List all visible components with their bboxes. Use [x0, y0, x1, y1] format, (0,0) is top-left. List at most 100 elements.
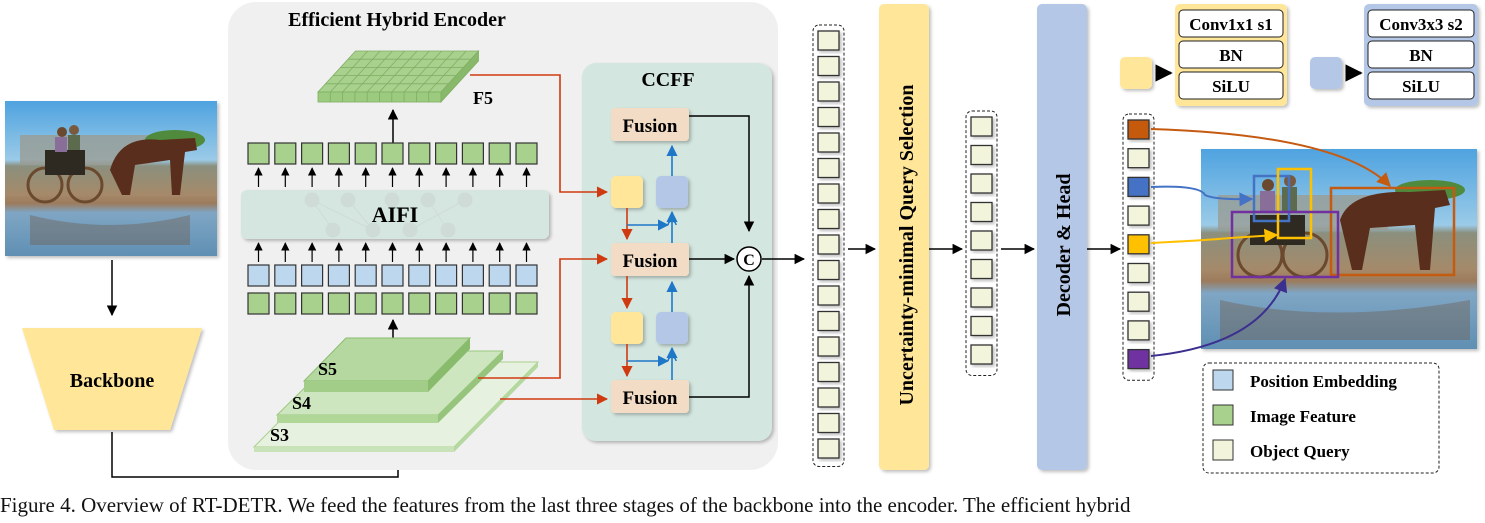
query-token	[817, 285, 840, 306]
f5-label: F5	[473, 88, 493, 108]
conv3x3-legend: Conv3x3 s2 BN SiLU	[1310, 4, 1478, 106]
query-token	[1127, 176, 1150, 198]
query-token	[1127, 262, 1150, 284]
backbone-label: Backbone	[70, 370, 155, 392]
query-token	[817, 234, 840, 255]
image-feature-token	[274, 142, 297, 165]
query-token	[1127, 291, 1150, 312]
position-embedding-token	[301, 264, 324, 287]
fusion-block-top: Fusion	[611, 108, 689, 141]
f5-grid-line	[391, 50, 430, 93]
query-token	[1127, 234, 1150, 255]
decoder-head-block: Decoder & Head	[1037, 4, 1087, 470]
position-embedding-token	[515, 264, 538, 287]
detection-boxes	[1230, 167, 1456, 279]
position-embedding-token	[247, 264, 270, 287]
decoder-head-label: Decoder & Head	[1053, 174, 1075, 317]
concat-node: C	[736, 246, 762, 272]
aifi-label: AIFI	[372, 202, 418, 227]
query-group-border	[1122, 113, 1155, 381]
conv3x3-block	[656, 312, 688, 344]
query-group-border	[812, 24, 845, 467]
image-feature-token	[515, 292, 538, 315]
input-image	[5, 101, 217, 256]
query-token	[817, 336, 840, 357]
image-feature-token	[515, 142, 538, 165]
f5-grid-line	[416, 50, 455, 93]
query-token	[970, 116, 993, 137]
image-feature-token	[327, 142, 350, 165]
query-token	[970, 144, 993, 166]
silu-label: SiLU	[1212, 77, 1250, 96]
image-feature-token	[274, 292, 297, 315]
s4-label: S4	[292, 393, 311, 413]
f5-side-face	[440, 49, 479, 104]
conv1x1-legend: Conv1x1 s1 BN SiLU	[1120, 4, 1287, 106]
query-token	[817, 412, 840, 434]
s5-label: S5	[318, 359, 337, 379]
red-arrows	[470, 74, 633, 405]
position-embedding-token	[435, 264, 458, 287]
query-token	[817, 30, 840, 51]
box-carriage	[1230, 210, 1340, 279]
assignment-arrows	[1150, 128, 1391, 357]
image-feature-token	[461, 142, 484, 165]
query-token	[970, 230, 993, 251]
blue-arrows	[627, 144, 678, 380]
fusion-block-middle: Fusion	[611, 243, 689, 276]
query-token	[817, 208, 840, 230]
image-feature-token	[408, 292, 431, 315]
image-feature-token	[461, 292, 484, 315]
box-person-left	[1252, 174, 1291, 223]
conv1x1-block	[611, 312, 643, 344]
query-token	[970, 344, 993, 365]
query-token	[817, 310, 840, 332]
legend-swatch-image-feature	[1212, 404, 1234, 426]
query-token	[817, 438, 840, 459]
position-embedding-token	[381, 264, 404, 287]
image-feature-token	[488, 142, 511, 165]
token-rows	[247, 142, 538, 315]
figure-caption: Figure 4. Overview of RT-DETR. We feed t…	[0, 493, 1131, 517]
query-token	[1127, 348, 1150, 370]
image-feature-token	[247, 292, 270, 315]
query-token	[817, 81, 840, 102]
bn-label: BN	[1409, 46, 1433, 65]
image-feature-token	[301, 292, 324, 315]
fusion-label: Fusion	[623, 116, 678, 137]
query-token	[970, 315, 993, 337]
f5-grid-line	[330, 50, 369, 93]
multiscale-features: S5 S4 S3	[252, 337, 540, 452]
encoder-output-queries	[812, 24, 845, 467]
image-feature-token	[354, 142, 377, 165]
legend-label: Image Feature	[1250, 407, 1356, 426]
s5-feature-map	[302, 337, 472, 392]
image-feature-token	[488, 292, 511, 315]
f5-grid-line	[354, 50, 393, 93]
legend: Position Embedding Image Feature Object …	[1202, 362, 1440, 474]
fusion-label: Fusion	[623, 388, 678, 409]
query-token	[817, 132, 840, 153]
conv1x1-label: Conv1x1 s1	[1189, 15, 1273, 34]
query-selection-label: Uncertainty-minimal Query Selection	[896, 84, 918, 405]
aifi-block: AIFI	[241, 190, 549, 239]
query-token	[817, 361, 840, 383]
query-token	[1127, 148, 1150, 169]
f5-grid-line	[379, 50, 418, 93]
query-selection-block: Uncertainty-minimal Query Selection	[879, 4, 929, 470]
query-token	[970, 287, 993, 308]
query-token	[970, 173, 993, 194]
selected-queries	[965, 110, 998, 376]
concat-label: C	[743, 252, 755, 269]
f5-feature-map	[317, 49, 480, 104]
query-token	[817, 183, 840, 204]
position-embedding-token	[461, 264, 484, 287]
output-predictions	[1122, 113, 1155, 381]
query-token	[1127, 320, 1150, 341]
conv1x1-block	[611, 176, 643, 208]
query-token	[970, 201, 993, 223]
query-token	[817, 55, 840, 77]
query-token	[817, 157, 840, 179]
query-token	[817, 259, 840, 281]
